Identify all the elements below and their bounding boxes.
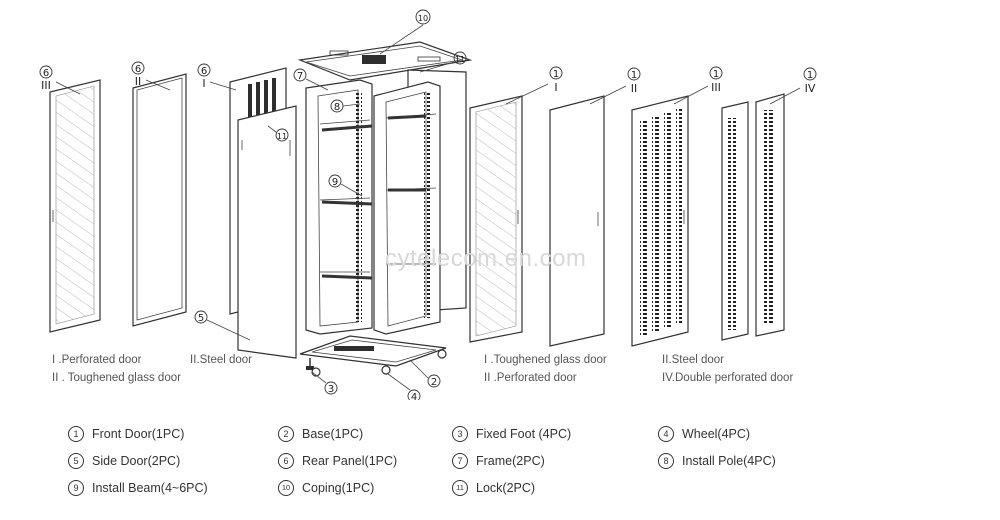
svg-text:4: 4 (411, 392, 417, 400)
callout-6-iii: 6 III (39, 65, 81, 95)
variant-left-line1-b: II.Steel door (190, 354, 253, 366)
part-label: Lock(2PC) (476, 481, 536, 495)
svg-text:5: 5 (198, 313, 204, 324)
svg-text:1: 1 (631, 70, 637, 81)
part-number: 1 (68, 426, 84, 442)
part-number: 2 (278, 426, 294, 442)
part-coping: 10 Coping(1PC) (278, 480, 374, 496)
part-number: 10 (278, 480, 294, 496)
frame-left (305, 79, 373, 335)
part-label: Install Pole(4PC) (682, 454, 776, 468)
svg-text:1: 1 (713, 69, 719, 80)
callout-2: 2 (409, 359, 441, 388)
svg-text:6: 6 (201, 66, 207, 77)
callout-1-ii: 1 II (589, 67, 641, 105)
part-front-door: 1 Front Door(1PC) (68, 426, 184, 442)
callout-6-ii: 6 II (131, 61, 171, 91)
variant-right-line1-a: I .Toughened glass door (484, 354, 607, 366)
callout-9: 9 (328, 174, 363, 197)
callout-3: 3 (311, 371, 338, 395)
part-frame: 7 Frame(2PC) (452, 453, 545, 469)
svg-text:1: 1 (553, 69, 559, 80)
svg-text:III: III (711, 81, 721, 94)
part-number: 5 (68, 453, 84, 469)
variant-right-line2-b: IV.Double perforated door (662, 372, 794, 384)
svg-text:1: 1 (807, 70, 813, 81)
front-door-option-i (469, 95, 523, 343)
side-door (237, 105, 297, 359)
coping (297, 41, 473, 81)
front-door-option-iv-right (755, 93, 785, 337)
svg-text:3: 3 (328, 384, 334, 395)
part-label: Install Beam(4~6PC) (92, 481, 208, 495)
svg-text:6: 6 (43, 68, 49, 79)
part-label: Frame(2PC) (476, 454, 545, 468)
fixed-foot (306, 358, 314, 370)
callout-7: 7 (293, 68, 329, 91)
variant-right-line2-a: II .Perforated door (484, 372, 577, 384)
part-base: 2 Base(1PC) (278, 426, 363, 442)
svg-text:9: 9 (332, 177, 338, 188)
svg-text:7: 7 (297, 71, 303, 82)
base (299, 335, 447, 367)
svg-text:III: III (41, 79, 51, 92)
svg-text:11: 11 (455, 55, 465, 64)
part-label: Coping(1PC) (302, 481, 375, 495)
svg-text:2: 2 (431, 377, 437, 388)
rear-panel-option-iii (49, 79, 101, 333)
callout-5: 5 (194, 310, 251, 341)
svg-text:8: 8 (334, 102, 340, 113)
front-door-option-iii (631, 95, 689, 347)
part-number: 11 (452, 480, 468, 496)
svg-text:I: I (202, 77, 205, 90)
part-label: Side Door(2PC) (92, 454, 181, 468)
part-number: 8 (658, 453, 674, 469)
part-number: 4 (658, 426, 674, 442)
exploded-cabinet-diagram: 6 III 6 II 6 I 10 11 7 8 9 1 (39, 9, 817, 400)
part-label: Base(1PC) (302, 427, 364, 441)
callout-8: 8 (330, 99, 361, 113)
part-number: 7 (452, 453, 468, 469)
svg-text:6: 6 (135, 64, 141, 75)
callout-1-iv: 1 IV (769, 67, 817, 105)
part-label: Rear Panel(1PC) (302, 454, 398, 468)
part-label: Wheel(4PC) (682, 427, 751, 441)
part-install-beam: 9 Install Beam(4~6PC) (68, 480, 208, 496)
svg-text:II: II (135, 75, 142, 88)
variant-left-line1-a: I .Perforated door (52, 354, 142, 366)
part-number: 3 (452, 426, 468, 442)
svg-text:10: 10 (418, 14, 428, 23)
callout-10: 10 (379, 9, 431, 55)
frame-right (373, 81, 441, 335)
svg-text:I: I (554, 81, 557, 94)
part-side-door: 5 Side Door(2PC) (68, 453, 180, 469)
front-door-option-iv-left (721, 101, 749, 341)
front-door-option-ii (549, 95, 605, 347)
part-install-pole: 8 Install Pole(4PC) (658, 453, 776, 469)
callout-11-side: 11 (267, 125, 289, 142)
svg-text:II: II (631, 82, 638, 95)
callout-1-iii: 1 III (673, 66, 723, 105)
part-fixed-foot: 3 Fixed Foot (4PC) (452, 426, 571, 442)
watermark: cytelecom.en.com (385, 245, 587, 272)
variant-right-line1-b: II.Steel door (662, 354, 725, 366)
svg-text:IV: IV (805, 82, 816, 95)
install-beams (321, 114, 427, 280)
part-number: 6 (278, 453, 294, 469)
callout-6-i: 6 I (197, 63, 237, 91)
rear-panel-option-ii (132, 73, 187, 327)
svg-text:11: 11 (277, 132, 287, 141)
callout-11-top: 11 (419, 51, 467, 73)
part-lock: 11 Lock(2PC) (452, 480, 535, 496)
part-number: 9 (68, 480, 84, 496)
part-label: Fixed Foot (4PC) (476, 427, 572, 441)
callout-4: 4 (387, 373, 421, 400)
callout-1-i: 1 I (505, 66, 563, 105)
part-label: Front Door(1PC) (92, 427, 185, 441)
part-rear-panel: 6 Rear Panel(1PC) (278, 453, 397, 469)
variant-left-line2: II . Toughened glass door (52, 372, 181, 384)
part-wheel: 4 Wheel(4PC) (658, 426, 750, 442)
